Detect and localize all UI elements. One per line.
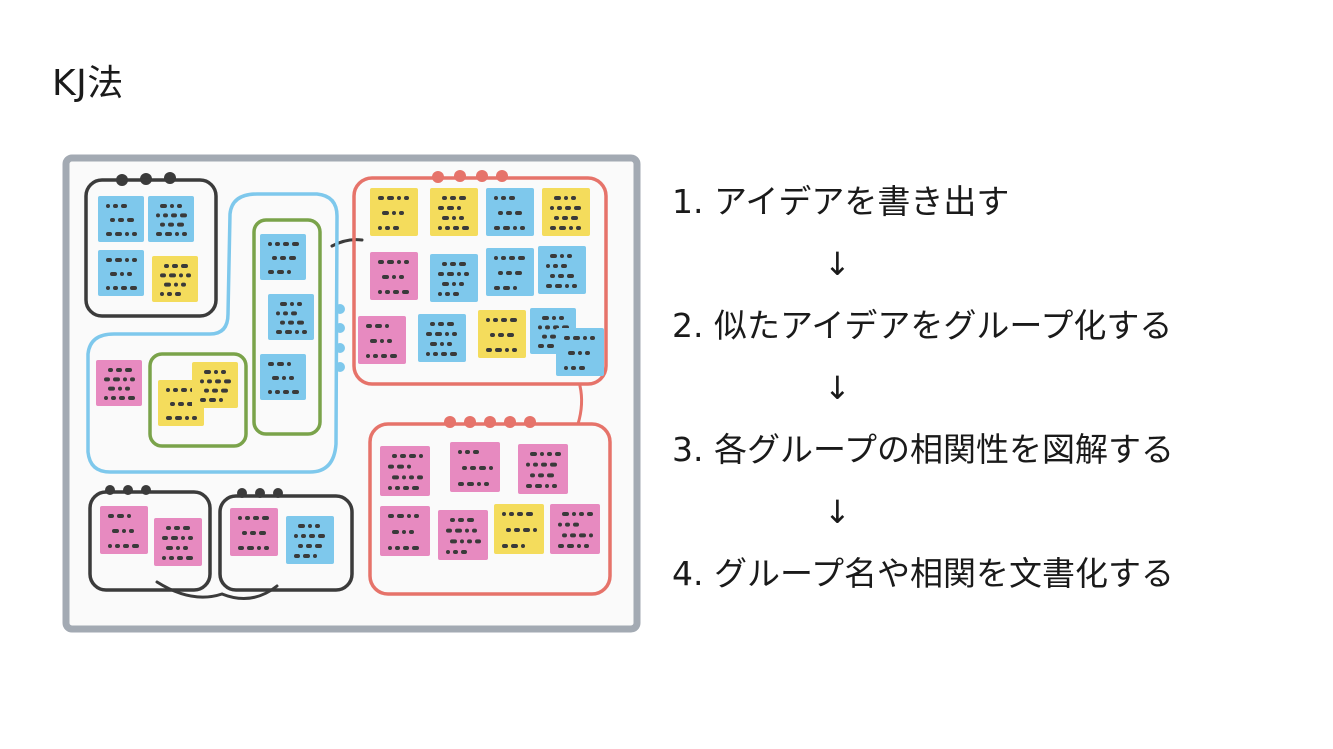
step-1: 1. アイデアを書き出す <box>672 182 1010 221</box>
sticky-note <box>286 516 334 564</box>
sticky-note <box>260 234 306 280</box>
sticky-note <box>268 294 314 340</box>
sticky-note <box>438 510 488 560</box>
sticky-notes <box>96 188 604 566</box>
sticky-note <box>260 354 306 400</box>
black-link <box>330 238 364 248</box>
sticky-note <box>230 508 278 556</box>
sticky-note <box>478 310 526 358</box>
sticky-note <box>538 246 586 294</box>
steps-list: 1. アイデアを書き出す ↓ 2. 似たアイデアをグループ化する ↓ 3. 各グ… <box>672 178 1292 598</box>
sticky-note <box>550 504 600 554</box>
sticky-note <box>380 446 430 496</box>
black-group-outline-bottom-left <box>88 490 212 592</box>
sticky-note <box>486 188 534 236</box>
red-group-outline-top <box>352 176 608 386</box>
sticky-note <box>370 252 418 300</box>
sticky-note <box>494 504 544 554</box>
step-3: 3. 各グループの相関性を図解する <box>672 430 1174 469</box>
sticky-note <box>154 518 202 566</box>
sticky-note <box>556 328 604 376</box>
sticky-note <box>358 316 406 364</box>
sticky-note <box>430 188 478 236</box>
board-svg <box>62 154 641 633</box>
blue-group-outline <box>86 192 339 474</box>
sticky-note <box>486 248 534 296</box>
down-arrow-1: ↓ <box>824 245 851 283</box>
sticky-note <box>450 442 500 492</box>
sticky-note <box>98 196 144 242</box>
step-4: 4. グループ名や相関を文書化する <box>672 554 1174 593</box>
sticky-note <box>418 314 466 362</box>
sticky-note <box>148 196 194 242</box>
sticky-note <box>98 250 144 296</box>
sticky-note <box>100 506 148 554</box>
sticky-note <box>542 188 590 236</box>
red-group-outline-bottom <box>368 422 612 596</box>
down-arrow-2: ↓ <box>824 369 851 407</box>
green-group-outline-tall <box>252 218 322 436</box>
sticky-note <box>192 362 238 408</box>
black-group-outline <box>84 178 218 318</box>
sticky-note <box>518 444 568 494</box>
green-group-outline-small <box>148 352 248 448</box>
sticky-note <box>430 254 478 302</box>
kj-method-board-illustration <box>62 154 642 634</box>
black-group-outline-bottom-right <box>218 494 354 592</box>
sticky-note <box>96 360 142 406</box>
sticky-note <box>152 256 198 302</box>
red-link <box>576 384 584 426</box>
sticky-note <box>380 506 430 556</box>
step-2: 2. 似たアイデアをグループ化する <box>672 306 1173 345</box>
down-arrow-3: ↓ <box>824 493 851 531</box>
sticky-note <box>370 188 418 236</box>
page-title: KJ法 <box>52 63 124 104</box>
